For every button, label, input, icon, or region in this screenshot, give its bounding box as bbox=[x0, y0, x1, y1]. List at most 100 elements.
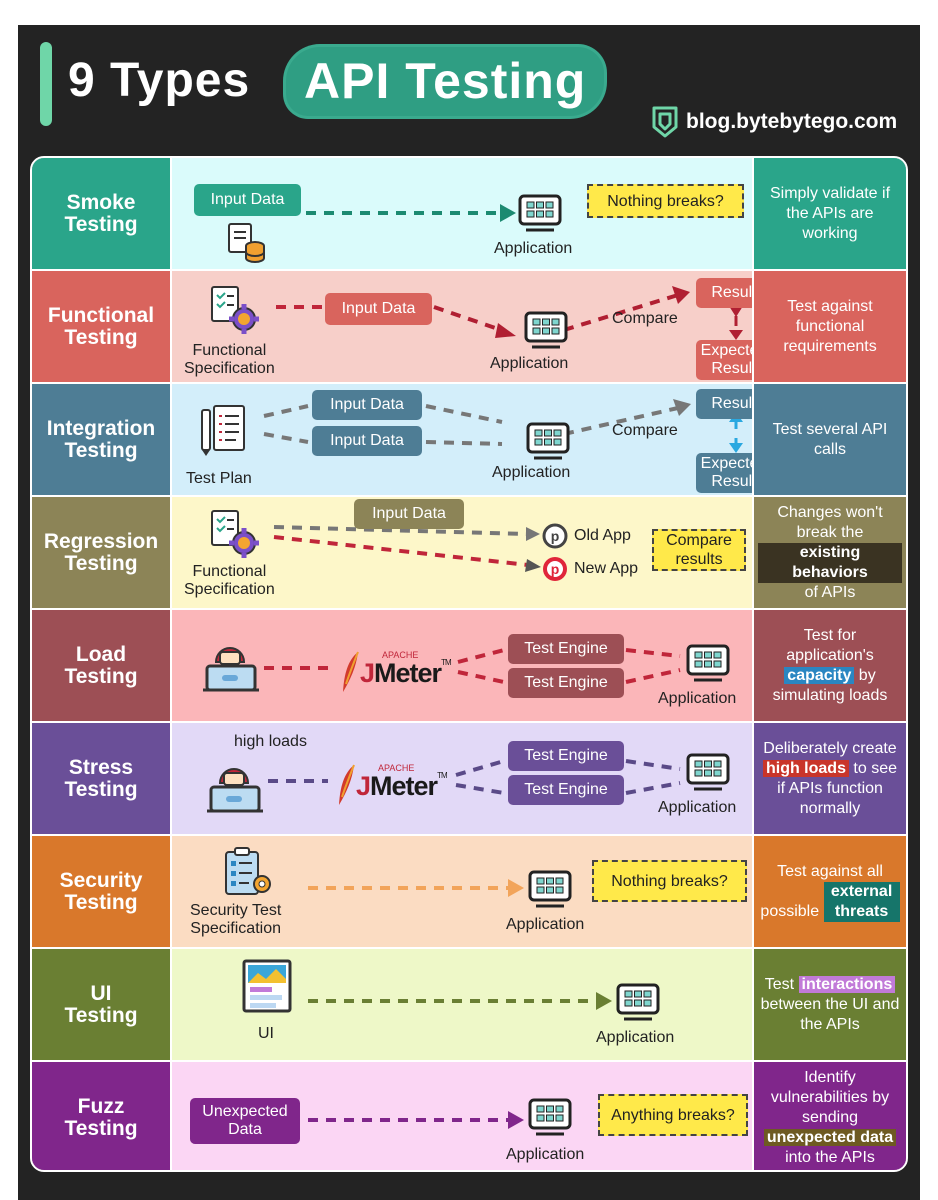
row-description: Identify vulnerabilities by sending unex… bbox=[752, 1062, 906, 1170]
desc-highlight: capacity bbox=[784, 666, 855, 684]
desc-text: Simply validate if the APIs are working bbox=[769, 184, 891, 242]
test-engine-box-2: Test Engine bbox=[508, 775, 624, 805]
apache-feather-icon bbox=[339, 764, 355, 805]
application-label: Application bbox=[506, 916, 585, 933]
input-data-box-1: Input Data bbox=[312, 390, 422, 420]
nothing-breaks-note: Nothing breaks? bbox=[587, 184, 744, 218]
application-icon bbox=[518, 194, 562, 232]
desc-highlight: unexpected data bbox=[763, 1129, 897, 1146]
document-database-icon bbox=[228, 223, 265, 263]
row-diagram: Test Plan Input Data Input Data bbox=[172, 384, 772, 495]
jmeter-apache-text: APACHE bbox=[382, 650, 419, 660]
ui-label: UI bbox=[258, 1025, 274, 1042]
site-url: blog.bytebytego.com bbox=[686, 110, 898, 133]
security-test-specification-label: Security Test Specification bbox=[190, 902, 282, 937]
test-engine-box-2: Test Engine bbox=[508, 668, 624, 698]
application-label: Application bbox=[492, 464, 571, 481]
row-load-testing: Load Testing bbox=[32, 610, 906, 723]
row-diagram: Input Data bbox=[172, 158, 752, 269]
jmeter-meter: Meter bbox=[370, 771, 438, 801]
application-label: Application bbox=[658, 799, 737, 816]
desc-text-after: to see if APIs function normally bbox=[777, 759, 898, 817]
ui-window-icon bbox=[242, 959, 292, 1013]
desc-text-before: Changes won't break the bbox=[777, 503, 883, 541]
desc-text-after: by simulating loads bbox=[772, 666, 888, 704]
testing-types-table: Smoke Testing Input Data bbox=[30, 156, 908, 1172]
flow-arrows bbox=[308, 879, 524, 897]
desc-text-after: into the APIs bbox=[785, 1149, 875, 1166]
old-app-pinterest-icon: p bbox=[542, 523, 568, 549]
application-icon bbox=[528, 1098, 572, 1136]
row-description: Test against functional requirements bbox=[752, 271, 906, 382]
desc-text-before: Test for application's bbox=[786, 626, 874, 664]
security-spec-clipboard-icon bbox=[225, 847, 271, 895]
row-label: Regression Testing bbox=[32, 497, 172, 608]
application-icon bbox=[524, 311, 568, 349]
jmeter-meter: Meter bbox=[374, 658, 442, 688]
unexpected-data-box: Unexpected Data bbox=[190, 1098, 300, 1144]
site-credit: blog.bytebytego.com bbox=[650, 105, 897, 139]
desc-text-before: Test against all possible bbox=[760, 862, 883, 920]
title-accent-bar bbox=[40, 42, 52, 126]
desc-highlight: external threats bbox=[823, 881, 900, 922]
title-part1: 9 Types bbox=[68, 54, 251, 107]
application-label: Application bbox=[596, 1029, 675, 1046]
row-description: Changes won't break the existing behavio… bbox=[752, 497, 906, 608]
row-functional-testing: Functional Testing Functional Specificat… bbox=[32, 271, 906, 384]
application-icon bbox=[528, 870, 572, 908]
row-diagram: high loads bbox=[172, 723, 752, 834]
row-diagram: Functional Specification Input Data p Ol… bbox=[172, 497, 752, 608]
row-diagram: UI Application bbox=[172, 949, 752, 1060]
application-label: Application bbox=[494, 240, 573, 257]
row-description: Test against all possible external threa… bbox=[752, 836, 906, 947]
application-icon bbox=[686, 753, 730, 791]
row-label: Smoke Testing bbox=[32, 158, 172, 269]
old-app-label: Old App bbox=[574, 527, 631, 544]
jmeter-j: J bbox=[360, 658, 375, 688]
compare-label: Compare bbox=[612, 310, 678, 327]
user-laptop-icon bbox=[207, 768, 263, 813]
row-label: Security Testing bbox=[32, 836, 172, 947]
desc-text-before: Test bbox=[764, 975, 795, 993]
user-laptop-icon bbox=[203, 647, 259, 692]
test-plan-label: Test Plan bbox=[186, 470, 252, 487]
flow-arrows bbox=[306, 204, 516, 222]
row-regression-testing: Regression Testing Functional Specificat… bbox=[32, 497, 906, 610]
specification-gear-icon bbox=[211, 510, 259, 558]
row-description: Simply validate if the APIs are working bbox=[752, 158, 906, 269]
nothing-breaks-note: Nothing breaks? bbox=[592, 860, 747, 902]
flow-arrows bbox=[268, 759, 681, 795]
jmeter-tm: TM bbox=[441, 658, 452, 667]
desc-highlight: high loads bbox=[762, 759, 849, 777]
apache-feather-icon bbox=[343, 651, 359, 692]
row-diagram: Unexpected Data Application Anything bre… bbox=[172, 1062, 752, 1170]
desc-text-before: Deliberately create bbox=[763, 739, 897, 757]
test-engine-box-1: Test Engine bbox=[508, 634, 624, 664]
desc-text: Test several API calls bbox=[772, 420, 888, 458]
input-data-box: Input Data bbox=[194, 184, 301, 216]
application-label: Application bbox=[506, 1146, 585, 1163]
jmeter-logo: APACHE JMeterTM bbox=[360, 650, 452, 689]
input-data-box: Input Data bbox=[354, 499, 464, 529]
desc-highlight: existing behaviors bbox=[758, 542, 902, 583]
row-security-testing: Security Testing Security Test Specifica… bbox=[32, 836, 906, 949]
row-label: Load Testing bbox=[32, 610, 172, 721]
new-app-pinterest-icon: p bbox=[543, 557, 567, 581]
row-description: Test several API calls bbox=[752, 384, 906, 495]
flow-arrows bbox=[273, 525, 541, 572]
desc-text: Test against functional requirements bbox=[783, 297, 877, 355]
row-integration-testing: Integration Testing Test Plan bbox=[32, 384, 906, 497]
row-label: Stress Testing bbox=[32, 723, 172, 834]
bytebytego-logo-icon bbox=[652, 106, 678, 138]
row-label: UI Testing bbox=[32, 949, 172, 1060]
input-data-box: Input Data bbox=[325, 293, 432, 325]
desc-text-after: of APIs bbox=[804, 583, 856, 601]
row-ui-testing: UI Testing UI bbox=[32, 949, 906, 1062]
application-label: Application bbox=[490, 355, 569, 372]
jmeter-tm: TM bbox=[437, 771, 448, 780]
anything-breaks-note: Anything breaks? bbox=[598, 1094, 748, 1136]
row-description: Test for application's capacity by simul… bbox=[752, 610, 906, 721]
svg-text:p: p bbox=[551, 561, 560, 577]
flow-arrows bbox=[263, 399, 743, 453]
